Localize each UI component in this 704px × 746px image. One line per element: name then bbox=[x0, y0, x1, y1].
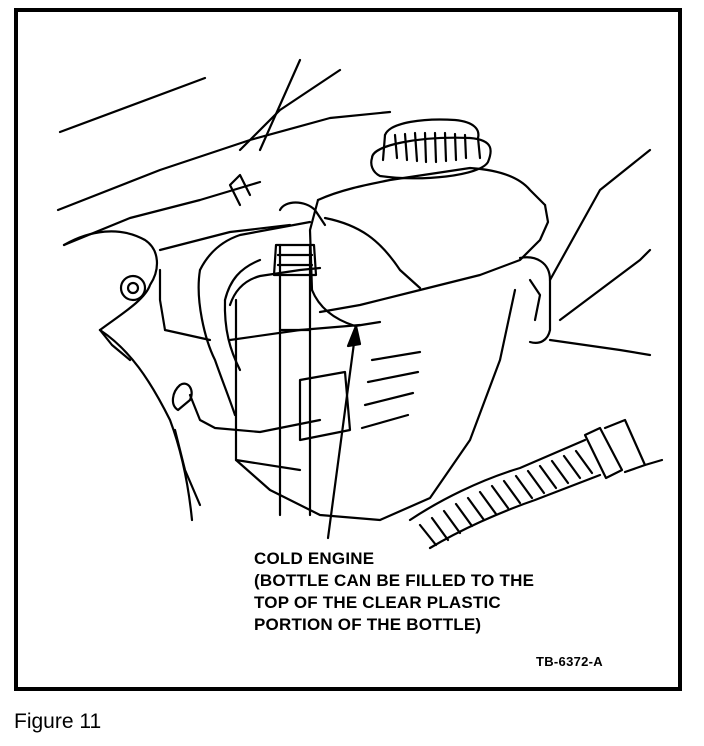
callout-line-4: PORTION OF THE BOTTLE) bbox=[254, 615, 482, 634]
leader-line bbox=[326, 326, 358, 540]
engine-bracket bbox=[528, 278, 542, 322]
hood-line bbox=[62, 180, 262, 247]
figure-frame bbox=[14, 8, 682, 691]
hood-line bbox=[258, 58, 302, 152]
leader-arrowhead bbox=[346, 324, 362, 348]
fender-outline bbox=[98, 328, 194, 522]
callout-line-2: (BOTTLE CAN BE FILLED TO THE bbox=[254, 571, 535, 590]
cold-engine-callout: COLD ENGINE (BOTTLE CAN BE FILLED TO THE… bbox=[254, 548, 534, 636]
reservoir-body bbox=[228, 266, 322, 307]
upper-hose bbox=[223, 298, 242, 372]
reservoir-cap bbox=[383, 118, 480, 140]
corrugated-hose bbox=[408, 438, 587, 522]
fender-outline bbox=[62, 230, 158, 332]
fill-tube-fitting bbox=[272, 243, 318, 277]
reservoir-cap bbox=[370, 136, 492, 180]
reservoir-cap bbox=[381, 133, 387, 162]
corrugated-hose bbox=[428, 473, 602, 550]
upper-hose bbox=[223, 258, 262, 302]
reference-code: TB-6372-A bbox=[536, 654, 603, 669]
reservoir-rib bbox=[366, 370, 420, 384]
reservoir-rib bbox=[370, 350, 422, 362]
callout-line-1: COLD ENGINE bbox=[254, 549, 375, 568]
clip bbox=[171, 382, 193, 412]
hood-line bbox=[56, 110, 392, 212]
reservoir-top bbox=[318, 203, 550, 314]
reservoir-lower bbox=[234, 288, 517, 522]
reservoir-rib bbox=[360, 413, 410, 430]
bolt-head bbox=[126, 281, 140, 295]
hood-line bbox=[58, 76, 207, 134]
reservoir-lower bbox=[234, 458, 302, 472]
upper-hose bbox=[197, 268, 237, 417]
reservoir-top bbox=[316, 166, 547, 207]
hose-clamp bbox=[603, 418, 647, 474]
reservoir-shoulder bbox=[323, 216, 422, 290]
fender-outline bbox=[98, 328, 132, 362]
reservoir-rib bbox=[363, 391, 415, 407]
hose-clamp bbox=[583, 426, 624, 480]
upper-hose bbox=[198, 220, 312, 272]
callout-line-3: TOP OF THE CLEAR PLASTIC bbox=[254, 593, 501, 612]
engine-bracket bbox=[518, 256, 552, 344]
hood-line bbox=[238, 68, 342, 152]
reservoir-cap bbox=[476, 136, 482, 160]
bolt-head bbox=[119, 274, 147, 302]
figure-caption: Figure 11 bbox=[14, 710, 102, 733]
